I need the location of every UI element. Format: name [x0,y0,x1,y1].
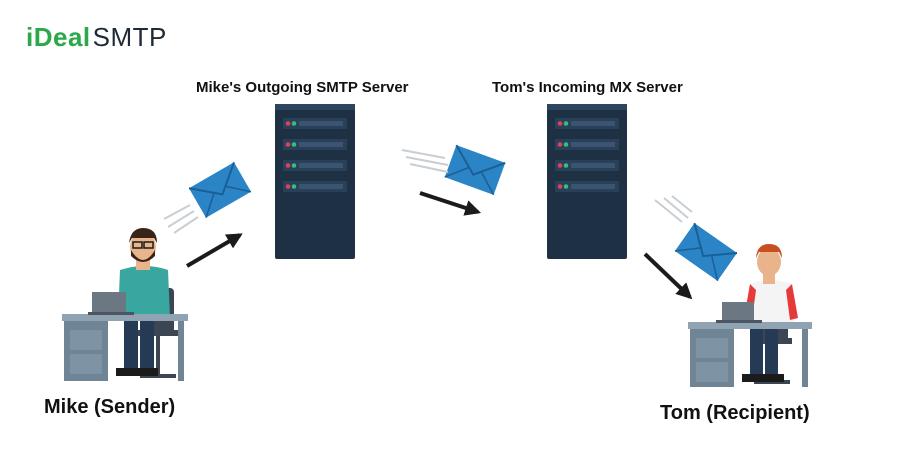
incoming-server-icon [547,104,627,259]
sender-person-icon [62,228,188,381]
envelope-icon [673,222,739,282]
envelope-icon [187,161,253,219]
envelope-icon [443,144,507,196]
speed-lines-icon [654,195,693,223]
speed-lines-icon [401,149,449,173]
recipient-label: Tom (Recipient) [660,402,810,424]
outgoing-server-icon [275,104,355,259]
speed-lines-icon [163,204,199,234]
arrow-icon [643,252,693,300]
sender-label: Mike (Sender) [44,396,176,418]
incoming-server-label: Tom's Incoming MX Server [492,79,683,96]
logo-accent-text: iDeal [26,22,91,52]
arrow-icon [185,233,243,268]
recipient-person-icon [688,244,812,387]
outgoing-server-label: Mike's Outgoing SMTP Server [196,79,409,96]
logo-text: SMTP [92,22,167,52]
arrow-icon [419,191,482,216]
